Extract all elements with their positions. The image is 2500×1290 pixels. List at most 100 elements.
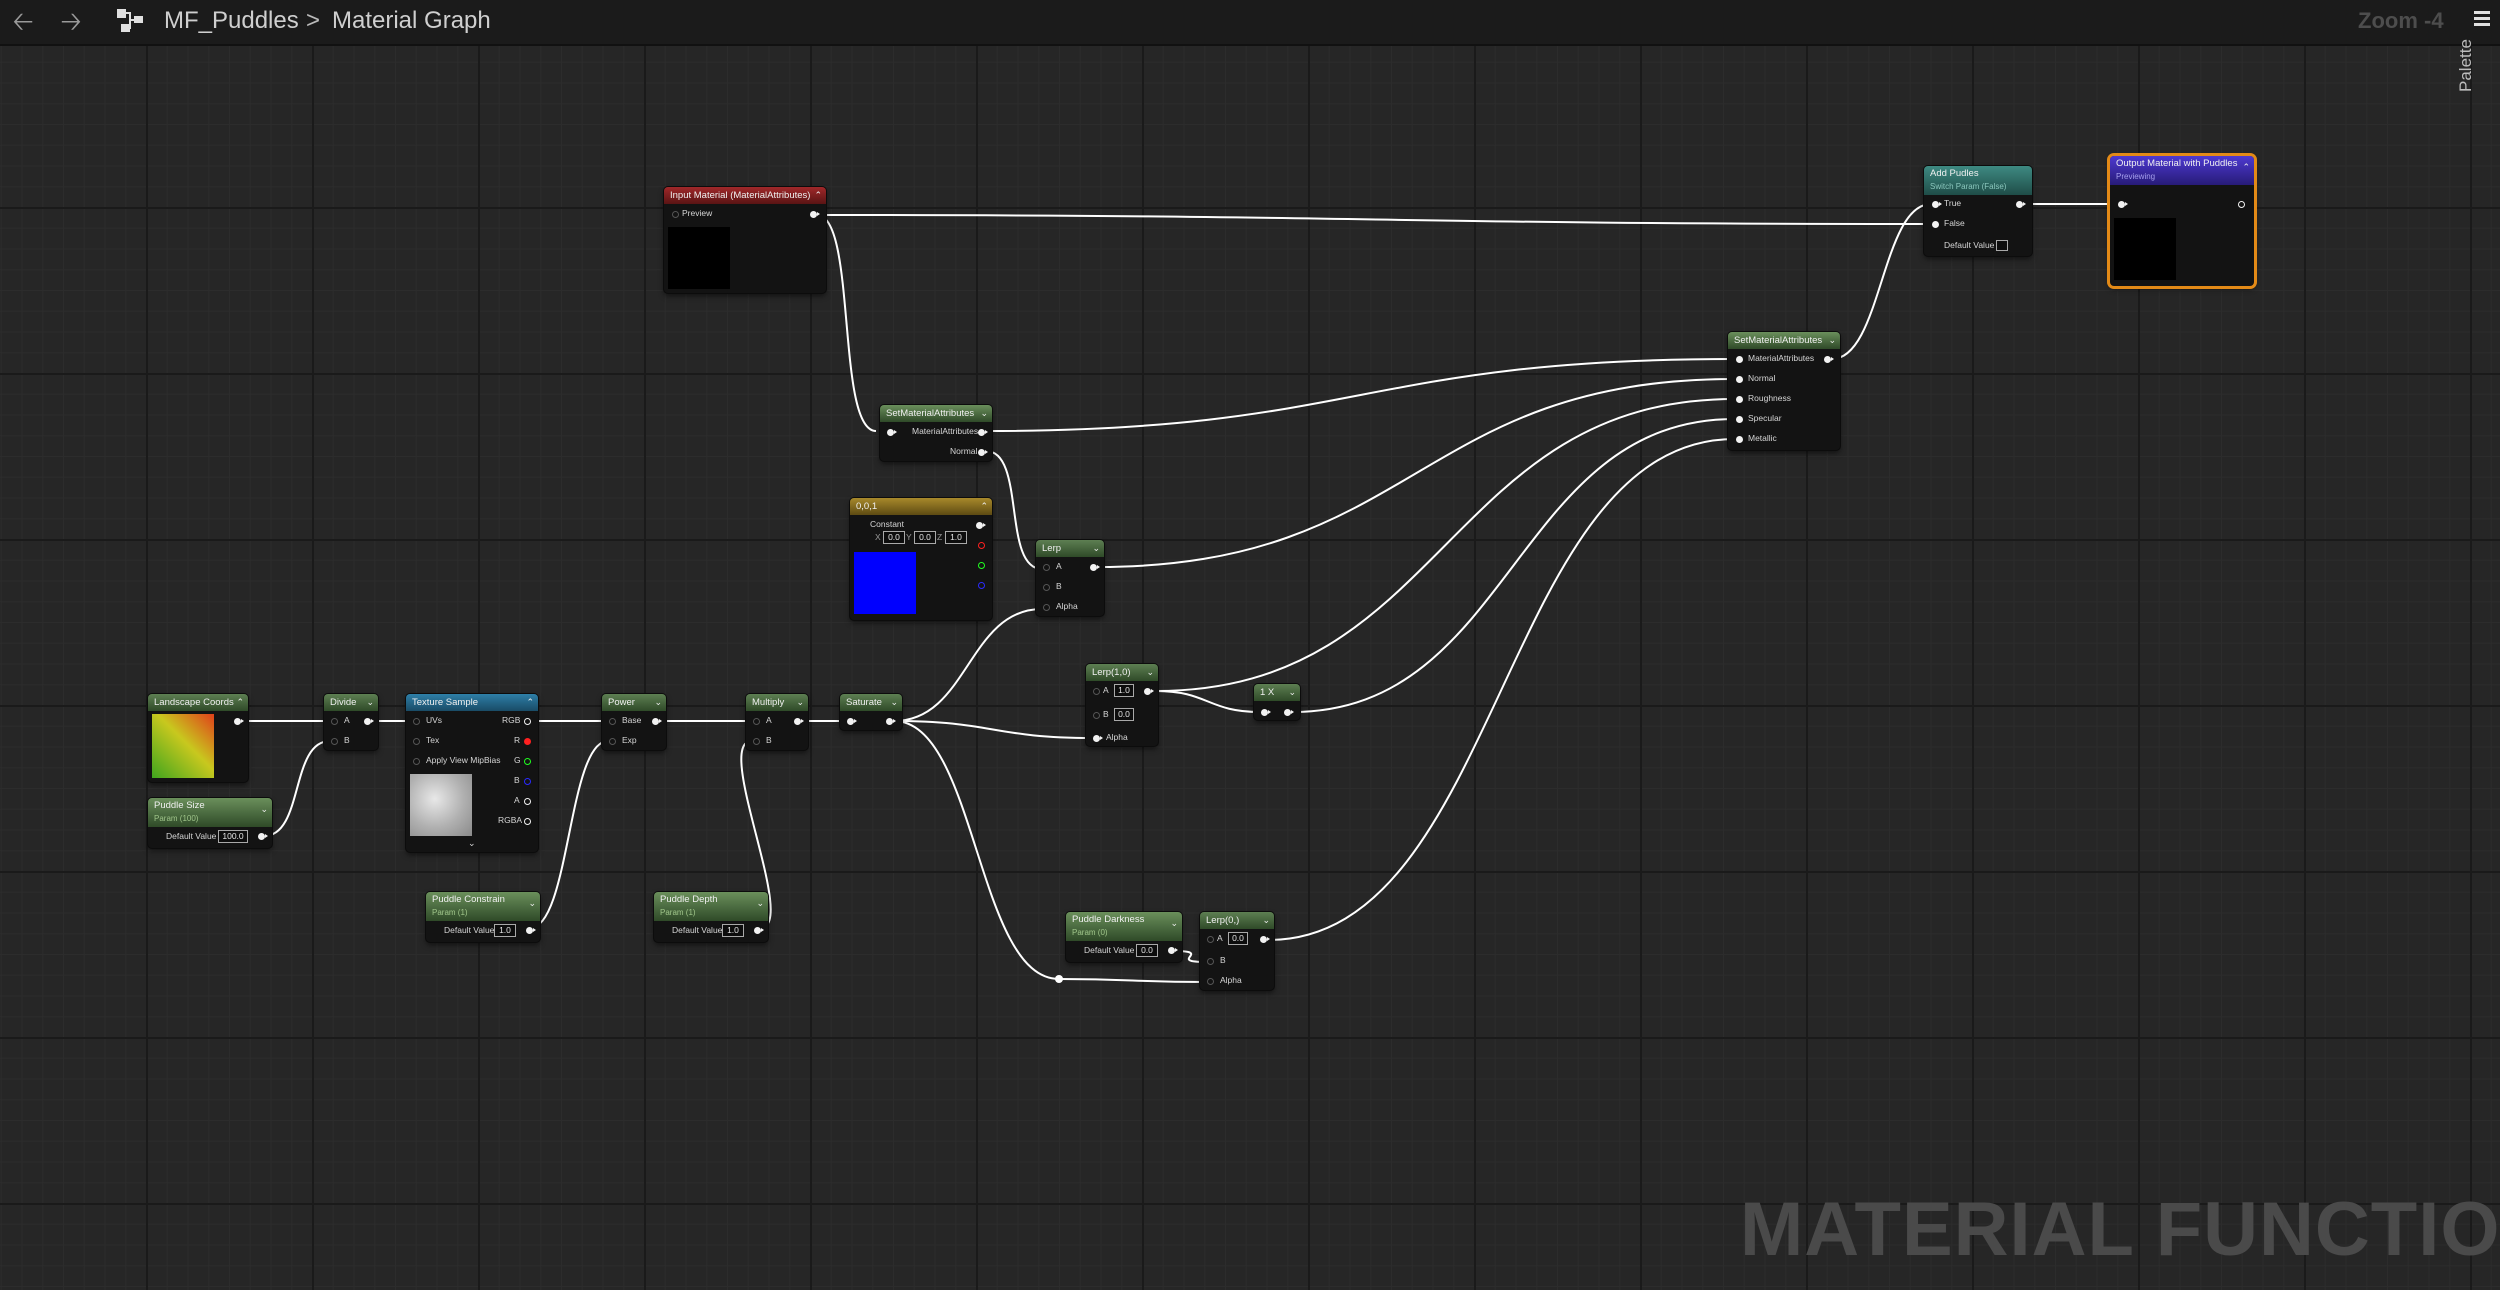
- pin-a[interactable]: [1093, 688, 1100, 695]
- collapse-chevron-icon[interactable]: ⌄: [980, 408, 988, 418]
- node-texture-sample[interactable]: Texture Sample⌃ UVs Tex Apply View MipBi…: [406, 694, 538, 852]
- node-one-minus[interactable]: 1 X⌄: [1254, 684, 1300, 720]
- pin-output[interactable]: [364, 718, 374, 725]
- pin-output[interactable]: [2238, 201, 2245, 208]
- pin-rgb[interactable]: [524, 718, 531, 725]
- pin-output[interactable]: [886, 718, 896, 725]
- collapse-chevron-icon[interactable]: ⌄: [756, 898, 764, 908]
- z-value-field[interactable]: 1.0: [945, 531, 967, 544]
- pin-specular[interactable]: [1736, 416, 1743, 423]
- default-value-field[interactable]: 0.0: [1136, 944, 1158, 957]
- pin-attrs[interactable]: [1736, 356, 1743, 363]
- node-divide[interactable]: Divide⌄ A B: [324, 694, 378, 750]
- pin-r[interactable]: [978, 542, 985, 549]
- collapse-chevron-icon[interactable]: ⌃: [814, 190, 822, 200]
- breadcrumb-root[interactable]: MF_Puddles: [164, 7, 299, 34]
- node-lerp-0[interactable]: Lerp(0,)⌄ A 0.0 B Alpha: [1200, 912, 1274, 990]
- collapse-chevron-icon[interactable]: ⌄: [1092, 543, 1100, 553]
- default-value-field[interactable]: 100.0: [218, 830, 248, 843]
- pin-metallic[interactable]: [1736, 436, 1743, 443]
- collapse-chevron-icon[interactable]: ⌃: [526, 697, 534, 707]
- node-landscape-coords[interactable]: Landscape Coords⌃: [148, 694, 248, 782]
- default-value-checkbox[interactable]: [1996, 240, 2008, 251]
- breadcrumb-current[interactable]: Material Graph: [332, 7, 491, 34]
- pin-output[interactable]: [976, 522, 986, 529]
- hamburger-menu-icon[interactable]: [2472, 8, 2492, 30]
- node-power[interactable]: Power⌄ Base Exp: [602, 694, 666, 750]
- pin-output[interactable]: [1090, 564, 1100, 571]
- pin-b[interactable]: [753, 738, 760, 745]
- pin-output[interactable]: [1168, 947, 1178, 954]
- pin-output[interactable]: [1260, 936, 1270, 943]
- pin-normal[interactable]: [978, 449, 988, 456]
- pin-in[interactable]: [887, 429, 897, 436]
- pin-a[interactable]: [1207, 936, 1214, 943]
- pin-true[interactable]: [1932, 201, 1942, 208]
- pin-base[interactable]: [609, 718, 616, 725]
- pin-tex[interactable]: [413, 738, 420, 745]
- b-value-field[interactable]: 0.0: [1114, 708, 1134, 721]
- pin-false[interactable]: [1932, 221, 1939, 228]
- collapse-chevron-icon[interactable]: ⌄: [1170, 918, 1178, 928]
- pin-output[interactable]: [258, 833, 268, 840]
- pin-output[interactable]: [754, 927, 764, 934]
- pin-input[interactable]: [2118, 201, 2128, 208]
- pin-r[interactable]: [524, 738, 531, 745]
- pin-output[interactable]: [526, 927, 536, 934]
- pin-a[interactable]: [524, 798, 531, 805]
- collapse-chevron-icon[interactable]: ⌄: [1146, 667, 1154, 677]
- collapse-chevron-icon[interactable]: ⌃: [2242, 162, 2250, 172]
- collapse-chevron-icon[interactable]: ⌄: [1262, 915, 1270, 925]
- collapse-chevron-icon[interactable]: ⌃: [236, 697, 244, 707]
- pin-alpha[interactable]: [1043, 604, 1050, 611]
- palette-tab[interactable]: Palette: [2456, 39, 2475, 92]
- pin-output[interactable]: [794, 718, 804, 725]
- pin-g[interactable]: [524, 758, 531, 765]
- pin-g[interactable]: [978, 562, 985, 569]
- expand-chevron-icon[interactable]: ⌄: [468, 838, 476, 848]
- pin-b[interactable]: [978, 582, 985, 589]
- collapse-chevron-icon[interactable]: ⌄: [366, 697, 374, 707]
- pin-out[interactable]: [978, 429, 988, 436]
- node-saturate[interactable]: Saturate⌄: [840, 694, 902, 730]
- pin-output[interactable]: [1284, 709, 1294, 716]
- node-input-material[interactable]: Input Material (MaterialAttributes)⌃ Pre…: [664, 187, 826, 293]
- pin-rgba[interactable]: [524, 818, 531, 825]
- pin-alpha[interactable]: [1093, 735, 1103, 742]
- node-set-material-attributes[interactable]: SetMaterialAttributes⌄ MaterialAttribute…: [1728, 332, 1840, 450]
- pin-output[interactable]: [652, 718, 662, 725]
- node-set-material-attributes-small[interactable]: SetMaterialAttributes⌄ MaterialAttribute…: [880, 405, 992, 461]
- default-value-field[interactable]: 1.0: [722, 924, 744, 937]
- node-constant3vector[interactable]: 0,0,1⌃ Constant X 0.0 Y 0.0 Z 1.0: [850, 498, 992, 620]
- pin-a[interactable]: [753, 718, 760, 725]
- node-lerp[interactable]: Lerp⌄ A B Alpha: [1036, 540, 1104, 616]
- a-value-field[interactable]: 0.0: [1228, 932, 1248, 945]
- pin-alpha[interactable]: [1207, 978, 1214, 985]
- pin-input[interactable]: [847, 718, 857, 725]
- collapse-chevron-icon[interactable]: ⌄: [1828, 335, 1836, 345]
- collapse-chevron-icon[interactable]: ⌄: [890, 697, 898, 707]
- pin-output[interactable]: [2016, 201, 2026, 208]
- pin-output[interactable]: [234, 718, 244, 725]
- pin-a[interactable]: [1043, 564, 1050, 571]
- pin-preview-in[interactable]: [672, 211, 679, 218]
- pin-input[interactable]: [1261, 709, 1271, 716]
- pin-uvs[interactable]: [413, 718, 420, 725]
- collapse-chevron-icon[interactable]: ⌃: [980, 501, 988, 511]
- pin-b[interactable]: [1043, 584, 1050, 591]
- pin-mip[interactable]: [413, 758, 420, 765]
- forward-arrow-icon[interactable]: 🡢: [60, 6, 82, 36]
- collapse-chevron-icon[interactable]: ⌄: [654, 697, 662, 707]
- pin-exp[interactable]: [609, 738, 616, 745]
- pin-output[interactable]: [1144, 688, 1154, 695]
- y-value-field[interactable]: 0.0: [914, 531, 936, 544]
- pin-output[interactable]: [810, 211, 820, 218]
- collapse-chevron-icon[interactable]: ⌄: [528, 898, 536, 908]
- collapse-chevron-icon[interactable]: ⌄: [796, 697, 804, 707]
- pin-b[interactable]: [1207, 958, 1214, 965]
- a-value-field[interactable]: 1.0: [1114, 684, 1134, 697]
